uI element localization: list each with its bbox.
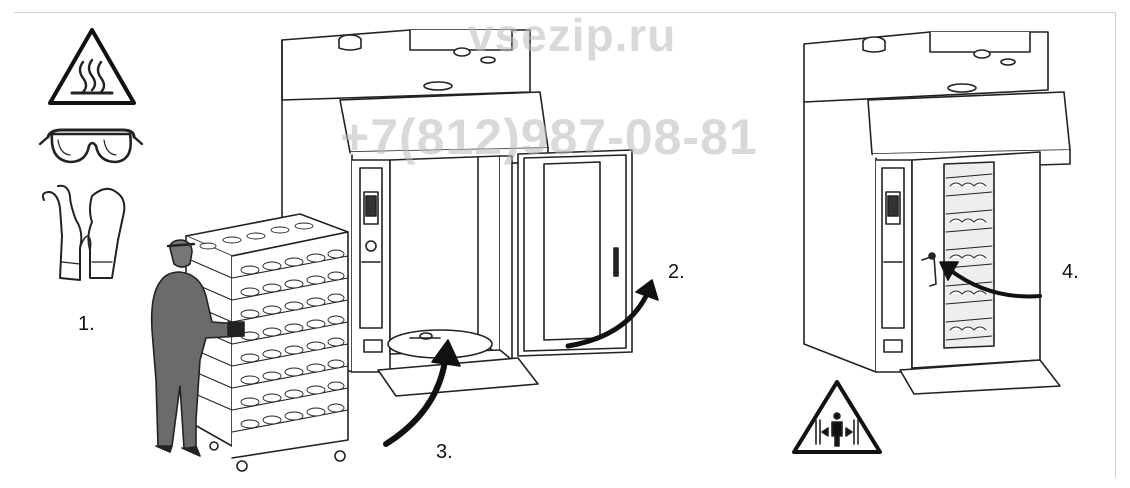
step-label-3: 3. <box>436 441 453 463</box>
oven-closed-door <box>803 31 1071 395</box>
rack-trolley <box>185 213 349 472</box>
arrow-step-4 <box>939 261 1042 299</box>
arrow-step-3 <box>383 339 461 447</box>
step-label-4: 4. <box>1062 261 1079 283</box>
safety-goggles-icon <box>38 128 144 164</box>
step-label-2: 2. <box>668 261 685 283</box>
protective-gloves-icon <box>41 184 126 281</box>
operator-figure <box>150 239 245 457</box>
watermark-phone: +7(812)987-08-81 <box>340 109 758 165</box>
illustration-frame <box>14 12 1116 478</box>
arrow-step-2 <box>565 279 659 349</box>
hot-surface-warning-icon <box>48 28 136 105</box>
watermark-site: vsezip.ru <box>468 9 677 61</box>
step-label-1: 1. <box>78 313 95 335</box>
crush-hazard-warning-icon <box>792 380 882 454</box>
